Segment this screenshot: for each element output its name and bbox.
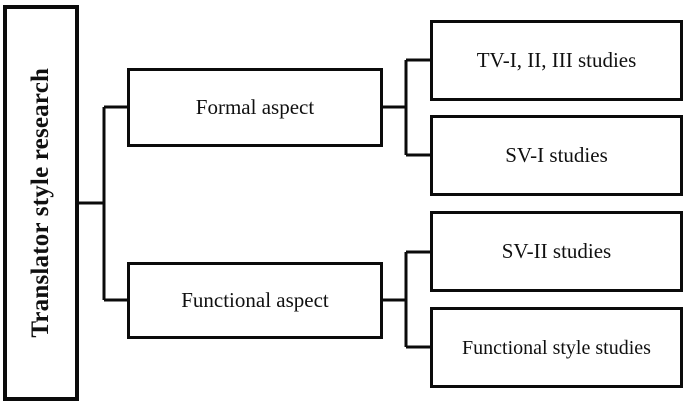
node-sv-i-studies-label: SV-I studies <box>505 142 608 167</box>
node-tv-studies[interactable]: TV-I, II, III studies <box>430 20 683 101</box>
node-sv-i-studies[interactable]: SV-I studies <box>430 115 683 196</box>
node-tv-studies-label: TV-I, II, III studies <box>476 47 637 72</box>
node-sv-ii-studies-label: SV-II studies <box>501 238 612 263</box>
node-sv-ii-studies[interactable]: SV-II studies <box>430 211 683 292</box>
node-root-label: Translator style research <box>27 68 55 338</box>
node-functional-aspect[interactable]: Functional aspect <box>127 262 383 339</box>
node-functional-aspect-label: Functional aspect <box>181 287 329 312</box>
node-formal-aspect[interactable]: Formal aspect <box>127 68 383 147</box>
node-functional-style-studies[interactable]: Functional style studies <box>430 307 683 388</box>
node-translator-style-research[interactable]: Translator style research <box>3 5 79 401</box>
node-functional-style-studies-label: Functional style studies <box>462 336 651 359</box>
node-formal-aspect-label: Formal aspect <box>195 94 315 119</box>
